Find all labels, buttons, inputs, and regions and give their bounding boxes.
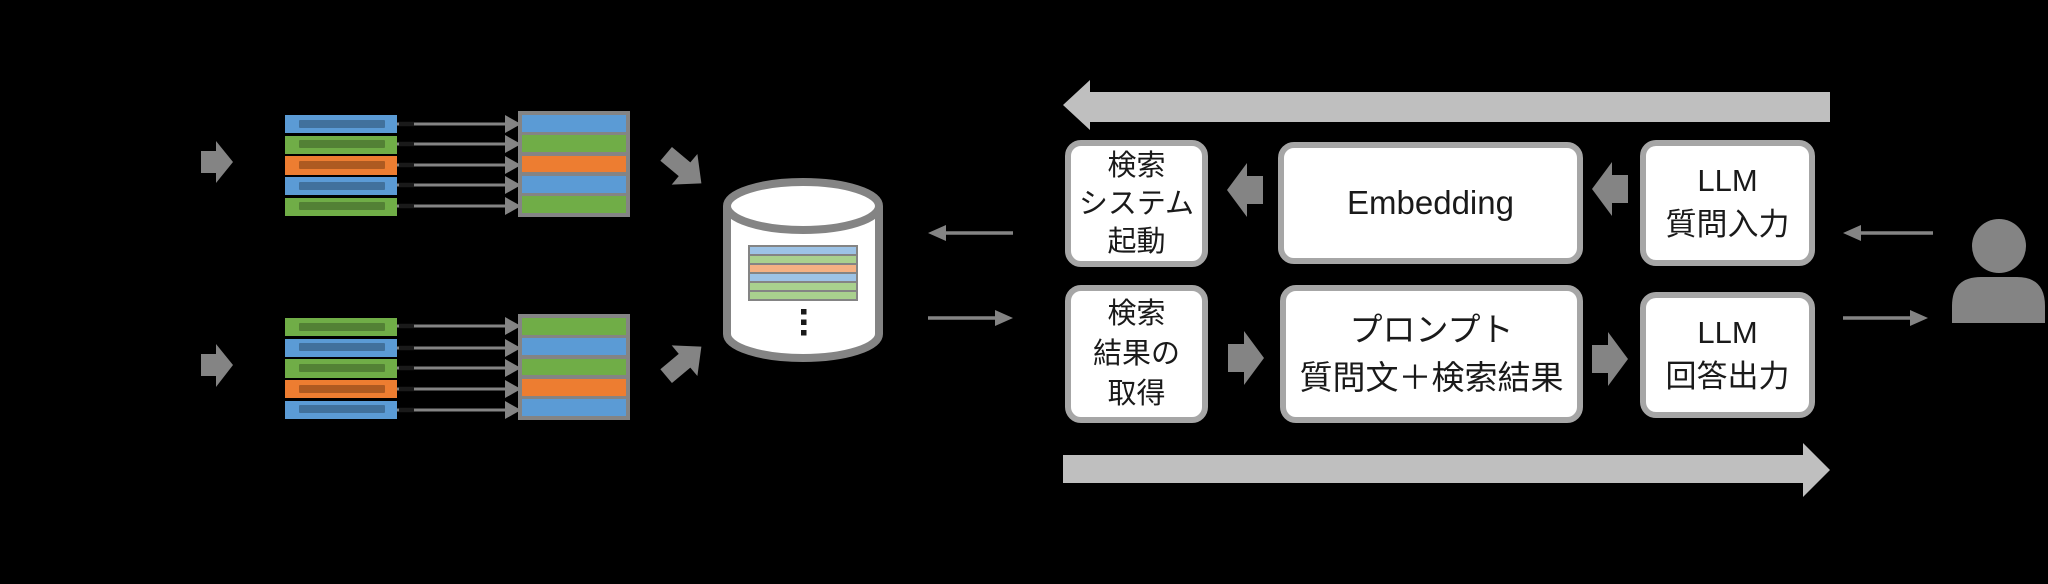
box-label-line: システム xyxy=(1078,187,1195,220)
chunk-bar-green xyxy=(522,318,626,335)
box-label-line: 検索 xyxy=(1107,298,1166,330)
chunk-bar-orange xyxy=(522,378,626,396)
chunk-text-line xyxy=(299,343,385,352)
store-arrow-top-icon xyxy=(660,146,702,185)
chunk-text-line xyxy=(299,322,385,331)
chunk-bar-orange xyxy=(522,155,626,173)
chunk-text-line xyxy=(299,140,385,149)
chunk-text-line xyxy=(299,119,385,128)
box-label-line: 回答出力 xyxy=(1665,359,1790,394)
document-chunks-group-1 xyxy=(285,115,397,217)
embedding-connector-arrows-top xyxy=(397,115,521,215)
chunk-bar-green xyxy=(522,135,626,153)
search-system-start-box: 検索 システム 起動 xyxy=(1065,140,1208,267)
chunk-bar-green xyxy=(285,197,397,217)
db-results-arrow-icon xyxy=(928,310,1013,326)
document-chunks-group-2 xyxy=(285,318,397,420)
box-label-line: LLM xyxy=(1697,163,1758,198)
chunk-bar-green xyxy=(522,358,626,376)
box-label-line: 質問入力 xyxy=(1665,207,1790,242)
input-arrow-bottom-icon xyxy=(201,344,233,387)
box-label-line: 質問文＋検索結果 xyxy=(1299,359,1564,396)
chunk-bar-blue xyxy=(285,400,397,420)
chunk-bar-blue xyxy=(285,338,397,357)
chunk-bar-green xyxy=(285,359,397,378)
db-query-arrow-icon xyxy=(928,225,1013,241)
search-results-box: 検索 結果の 取得 xyxy=(1065,285,1208,423)
box-label-line: 取得 xyxy=(1107,378,1166,410)
llm-question-input-box: LLM 質問入力 xyxy=(1640,140,1815,266)
chunk-bar-green xyxy=(285,318,397,337)
embedding-connector-arrows-bottom xyxy=(397,317,521,419)
prompt-box: プロンプト 質問文＋検索結果 xyxy=(1280,285,1583,423)
embedding-box: Embedding xyxy=(1278,142,1583,264)
block-arrow-prompt-to-output-icon xyxy=(1592,332,1628,386)
embedded-chunks-group-1 xyxy=(518,111,630,217)
db-record-stripe-green xyxy=(750,282,856,291)
ellipsis-dots-icon xyxy=(801,309,807,336)
box-label-line: 結果の xyxy=(1092,338,1180,370)
chunk-text-line xyxy=(299,405,385,414)
embedded-chunks-group-2 xyxy=(518,314,630,420)
answer-flow-arrow-icon xyxy=(1063,443,1830,497)
box-label-line: 起動 xyxy=(1107,225,1166,258)
chunk-text-line xyxy=(299,202,385,211)
box-label-line: Embedding xyxy=(1347,184,1514,221)
db-record-stripe-green xyxy=(750,255,856,264)
chunk-bar-blue xyxy=(285,177,397,196)
chunk-text-line xyxy=(299,181,385,190)
chunk-bar-blue xyxy=(285,115,397,134)
db-record-stripe-blue xyxy=(750,247,856,255)
answer-to-user-arrow-icon xyxy=(1843,310,1928,326)
db-record-stripe-orange xyxy=(750,264,856,273)
block-arrow-embedding-to-search-icon xyxy=(1227,163,1263,217)
block-arrow-input-to-embedding-icon xyxy=(1592,162,1628,216)
chunk-text-line xyxy=(299,160,385,169)
chunk-bar-blue xyxy=(522,399,626,416)
db-record-stripe-blue xyxy=(750,273,856,282)
chunk-text-line xyxy=(299,384,385,393)
chunk-text-line xyxy=(299,363,385,372)
user-question-arrow-icon xyxy=(1843,225,1933,241)
block-arrow-results-to-prompt-icon xyxy=(1228,331,1264,385)
chunk-bar-blue xyxy=(522,115,626,132)
input-arrow-top-icon xyxy=(201,141,233,183)
chunk-bar-blue xyxy=(522,175,626,193)
question-flow-arrow-icon xyxy=(1063,80,1830,130)
user-icon xyxy=(1952,219,2045,323)
box-label-line: プロンプト xyxy=(1349,311,1514,348)
chunk-bar-green xyxy=(522,196,626,213)
chunk-bar-blue xyxy=(522,338,626,356)
db-records-stack xyxy=(748,245,858,301)
box-label-line: 検索 xyxy=(1107,149,1166,182)
chunk-bar-orange xyxy=(285,156,397,175)
llm-answer-output-box: LLM 回答出力 xyxy=(1640,292,1815,418)
chunk-bar-green xyxy=(285,135,397,154)
box-label-line: LLM xyxy=(1697,315,1758,350)
db-record-stripe-green xyxy=(750,291,856,300)
store-arrow-bottom-icon xyxy=(660,345,702,384)
chunk-bar-orange xyxy=(285,380,397,399)
